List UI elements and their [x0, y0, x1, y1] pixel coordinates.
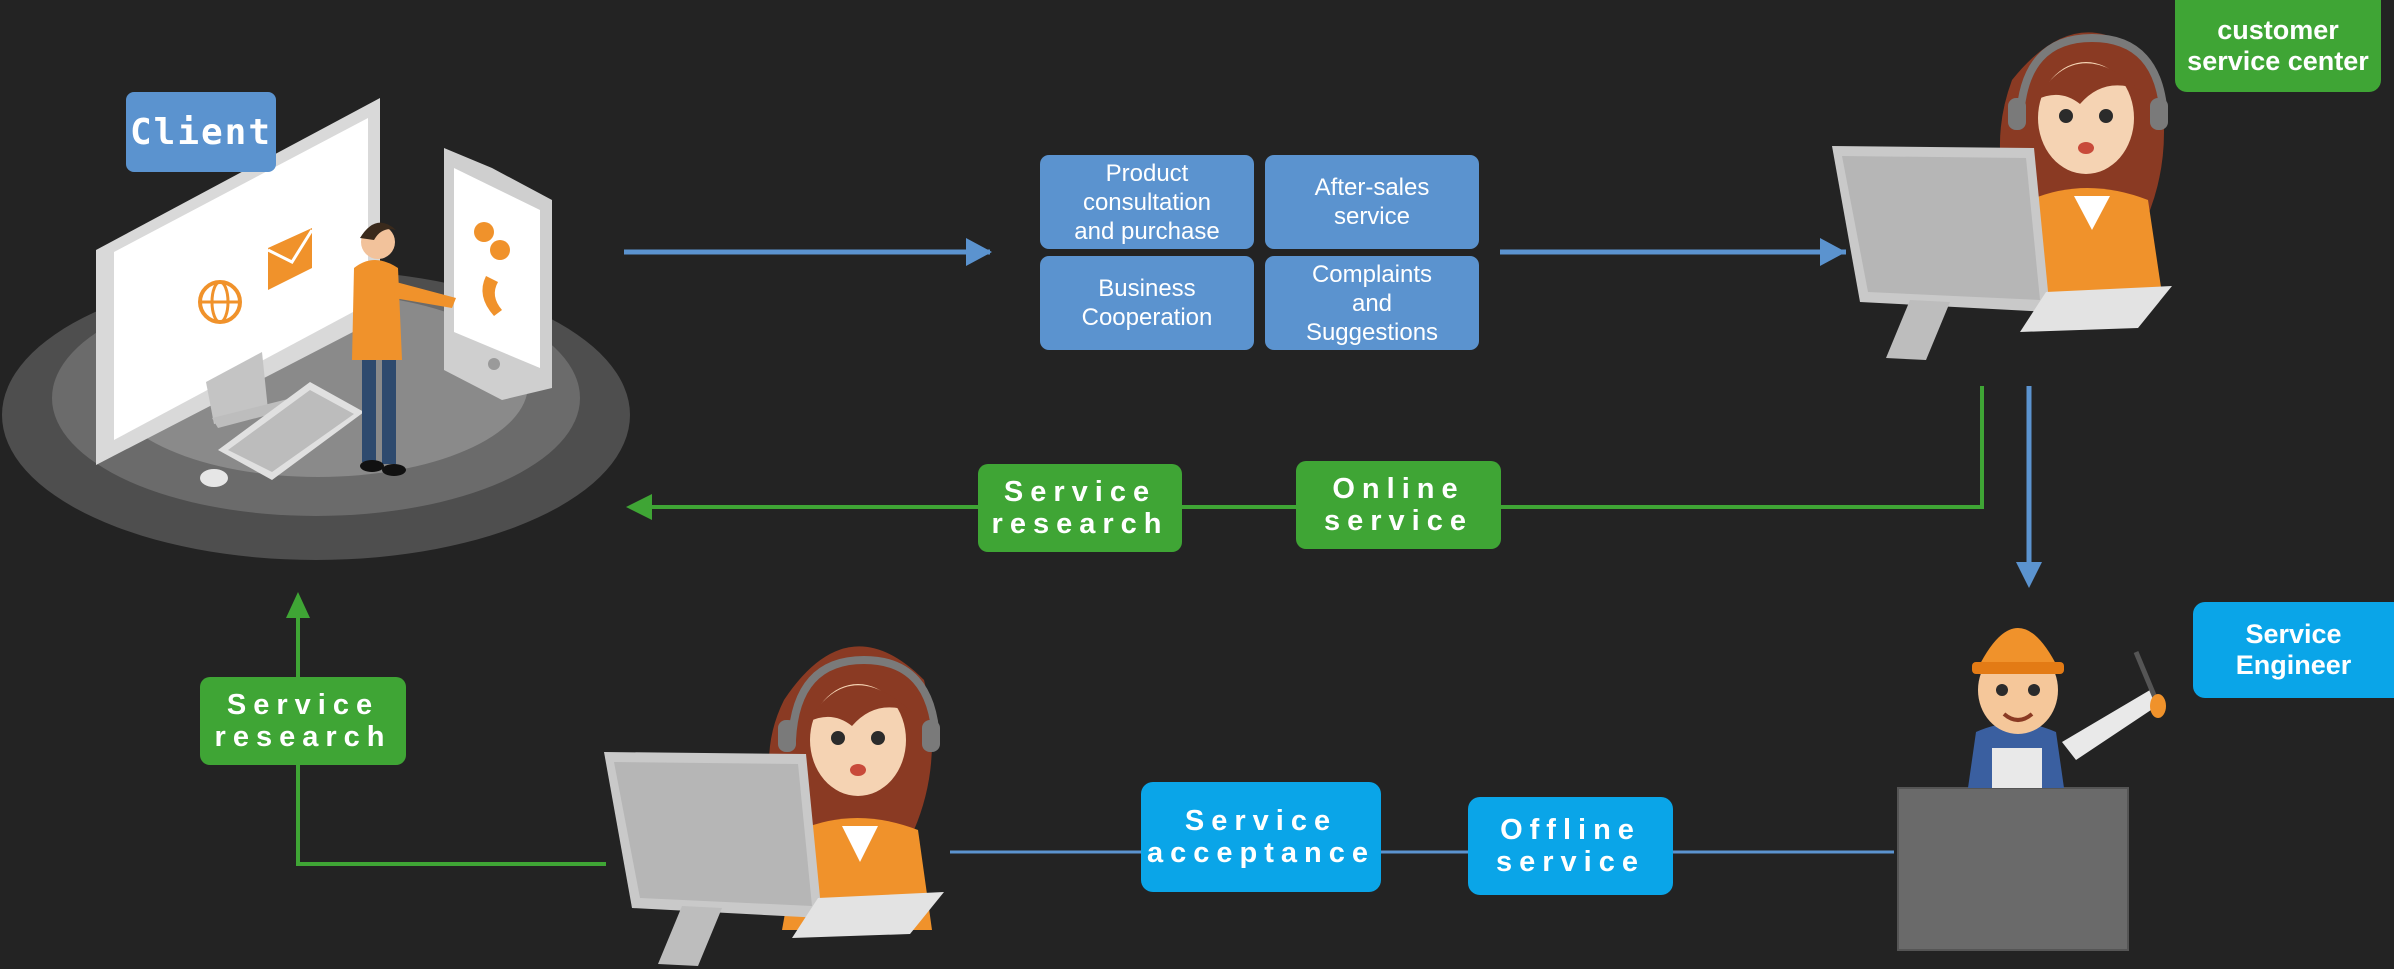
request-complaints-suggestions[interactable]: Complaints and Suggestions: [1265, 256, 1479, 350]
client-illustration: [2, 98, 630, 560]
service-research-node-offline[interactable]: Service research: [200, 677, 406, 765]
arrowhead-right-icon: [966, 238, 992, 266]
offline-service-node[interactable]: Offline service: [1468, 797, 1673, 895]
online-service-node[interactable]: Online service: [1296, 461, 1501, 549]
service-acceptance-node[interactable]: Service acceptance: [1141, 782, 1381, 892]
client-label: Client: [126, 92, 276, 172]
email-icon: [267, 228, 314, 290]
request-business-cooperation[interactable]: Business Cooperation: [1040, 256, 1254, 350]
smartphone-icon: [444, 148, 552, 400]
keyboard-icon: [218, 382, 364, 480]
request-product-consultation[interactable]: Product consultation and purchase: [1040, 155, 1254, 249]
customer-service-center-label: customer service center: [2175, 0, 2381, 92]
arrowhead-up-icon: [286, 592, 310, 618]
globe-icon: [198, 280, 242, 324]
service-agent-icon: [604, 646, 944, 966]
client-person-icon: [352, 222, 456, 476]
service-engineer-icon: [1897, 628, 2166, 951]
customer-service-agent-icon: [1832, 32, 2172, 360]
service-engineer-label: Service Engineer: [2193, 602, 2394, 698]
request-after-sales[interactable]: After-sales service: [1265, 155, 1479, 249]
arrowhead-down-icon: [2016, 562, 2042, 588]
arrowhead-left-icon: [626, 494, 652, 520]
service-research-node-online[interactable]: Service research: [978, 464, 1182, 552]
mouse-icon: [200, 469, 228, 487]
arrowhead-right-icon: [1820, 238, 1846, 266]
desktop-monitor-icon: [96, 98, 380, 465]
